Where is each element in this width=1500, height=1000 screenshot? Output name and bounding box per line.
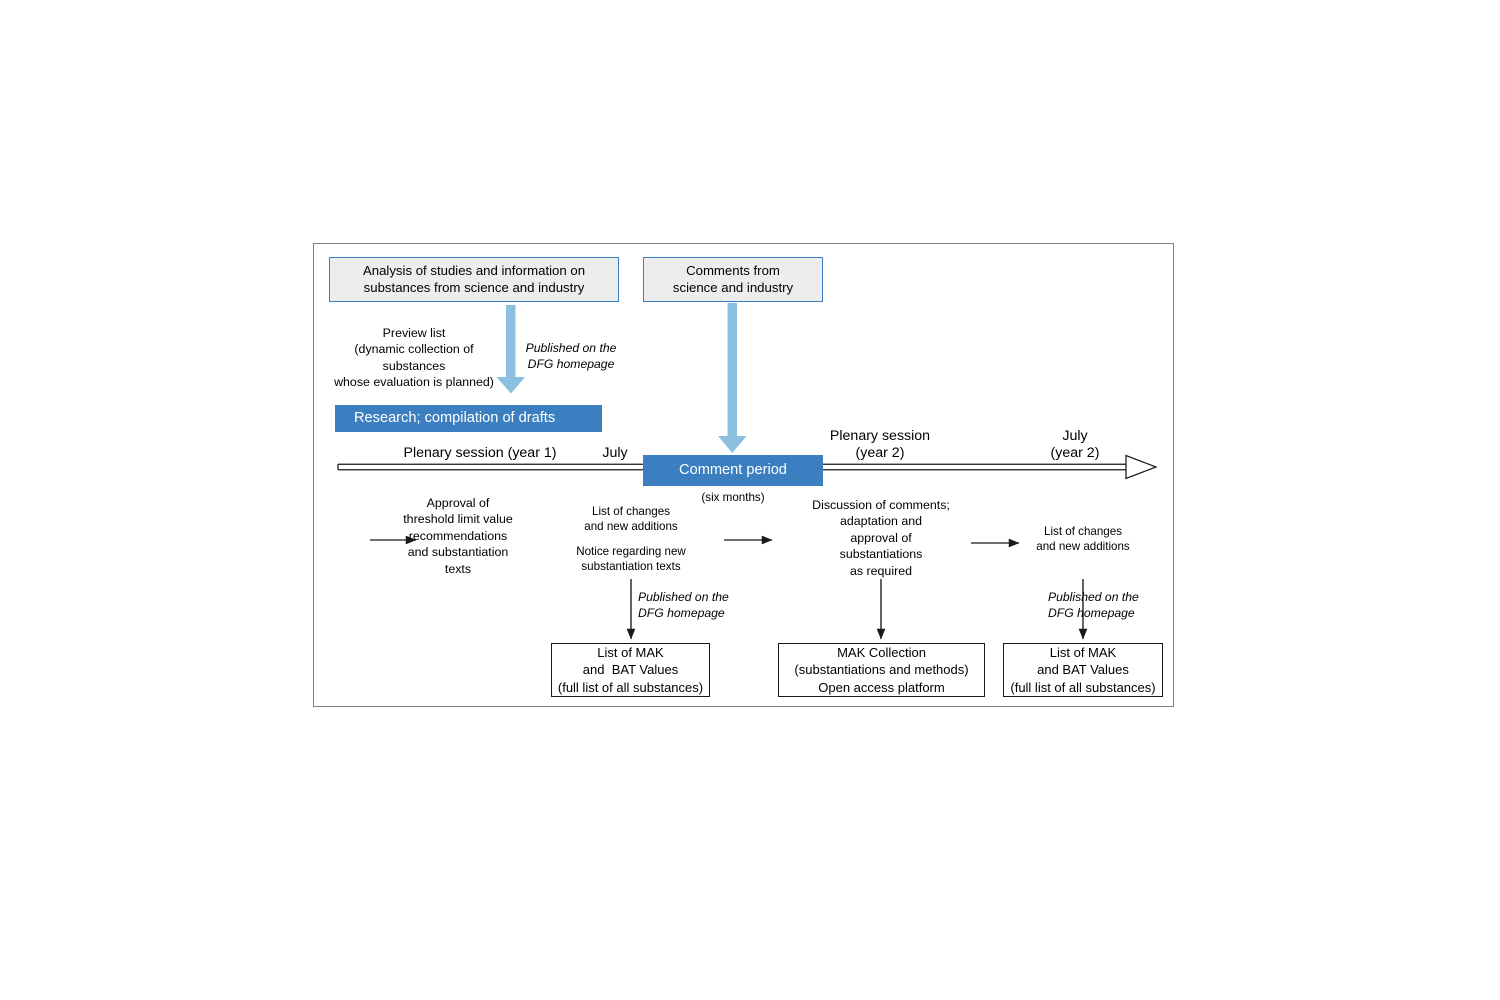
note-published-dfg-1: Published on the DFG homepage (525, 341, 617, 371)
source-box-analysis-line1: Analysis of studies and information on (362, 262, 586, 278)
step-list-of-changes-1: List of changes and new additions (584, 505, 678, 534)
timeline-label-july-year-1: July (602, 445, 628, 461)
note-published-dfg-3: Published on the DFG homepage (1048, 590, 1139, 620)
output-line: (substantiations and methods) (794, 662, 969, 678)
note-published-dfg-2: Published on the DFG homepage (638, 590, 729, 620)
bar-research-compilation: Research; compilation of drafts (335, 405, 602, 432)
source-box-comments-line2: science and industry (672, 279, 794, 295)
timeline-label-july-year-2: July (year 2) (1050, 428, 1100, 462)
bar-comment-period: Comment period (643, 455, 823, 486)
step-approval: Approval of threshold limit value recomm… (403, 496, 513, 576)
source-box-comments-line1: Comments from (686, 262, 780, 278)
timeline-label-plenary-year-2: Plenary session (year 2) (829, 428, 931, 462)
output-line: and BAT Values (582, 662, 679, 678)
note-preview-list: Preview list (dynamic collection of subs… (334, 326, 494, 390)
output-line: List of MAK (597, 644, 664, 660)
output-box-list-mak-bat-2: List of MAK and BAT Values (full list of… (1003, 643, 1163, 697)
step-notice-substantiation: Notice regarding new substantiation text… (576, 545, 686, 574)
note-six-months: (six months) (701, 491, 765, 504)
output-box-mak-collection: MAK Collection (substantiations and meth… (778, 643, 985, 697)
output-line: MAK Collection (837, 644, 926, 660)
source-box-analysis: Analysis of studies and information on s… (329, 257, 619, 302)
step-discussion: Discussion of comments; adaptation and a… (812, 498, 950, 578)
output-line: Open access platform (818, 679, 945, 695)
output-line: (full list of all substances) (1010, 679, 1156, 695)
source-box-analysis-line2: substances from science and industry (363, 279, 585, 295)
output-box-list-mak-bat-1: List of MAK and BAT Values (full list of… (551, 643, 710, 697)
output-line: and BAT Values (1037, 662, 1129, 678)
source-box-comments: Comments from science and industry (643, 257, 823, 302)
step-list-of-changes-2: List of changes and new additions (1036, 525, 1130, 554)
timeline-label-plenary-year-1: Plenary session (year 1) (403, 445, 557, 461)
output-line: List of MAK (1049, 644, 1117, 660)
output-line: (full list of all substances) (557, 679, 704, 695)
